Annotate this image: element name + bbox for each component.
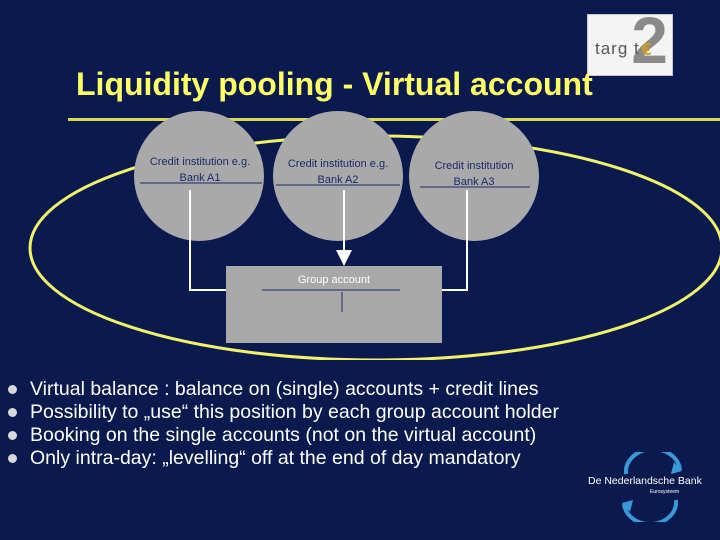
bullet-item: Possibility to „use“ this position by ea… <box>8 401 618 423</box>
bank-a1-label-line2: Bank A1 <box>179 172 221 184</box>
bank-a1-label-line1: Credit institution e.g. <box>149 156 251 168</box>
bullet-text: Booking on the single accounts (not on t… <box>30 424 537 446</box>
bullet-dot-icon <box>8 408 17 417</box>
bullet-list: Virtual balance : balance on (single) ac… <box>8 378 618 470</box>
logo-euro-icon <box>642 43 652 55</box>
title-underline <box>68 118 720 121</box>
diagram-svg <box>28 111 720 360</box>
logo-number: 2 <box>631 3 668 77</box>
bank-a3-circle <box>409 111 539 241</box>
bank-a2-label-line1: Credit institution e.g. <box>287 158 389 170</box>
dnb-name: De Nederlandsche Bank <box>588 475 702 487</box>
bank-a2-circle <box>273 111 403 241</box>
group-account-label: Group account <box>297 274 371 286</box>
slide-title: Liquidity pooling - Virtual account <box>76 66 593 102</box>
bullet-text: Possibility to „use“ this position by ea… <box>30 401 559 423</box>
dnb-logo: De Nederlandsche Bank Eurosysteem <box>588 452 718 522</box>
target2-logo: 2 targ t <box>587 7 673 76</box>
bullet-text: Virtual balance : balance on (single) ac… <box>30 378 539 400</box>
group-account-lines <box>262 289 400 312</box>
pooling-diagram: Credit institution e.g. Bank A1 Credit i… <box>28 111 720 360</box>
dnb-swirl-icon <box>622 452 682 522</box>
bullet-item: Booking on the single accounts (not on t… <box>8 424 618 446</box>
bank-a3-label: Credit institution Bank A3 <box>414 158 534 190</box>
bullet-dot-icon <box>8 454 17 463</box>
bank-a1-circle <box>134 111 264 241</box>
bank-a3-label-line2: Bank A3 <box>453 176 495 188</box>
bullet-dot-icon <box>8 431 17 440</box>
bank-a3-label-line1: Credit institution <box>434 160 514 172</box>
dnb-subtitle: Eurosysteem <box>650 489 680 495</box>
bank-a2-label-line2: Bank A2 <box>317 174 359 186</box>
bullet-item: Virtual balance : balance on (single) ac… <box>8 378 618 400</box>
bullet-dot-icon <box>8 385 17 394</box>
bullet-text: Only intra-day: „levelling“ off at the e… <box>30 447 521 469</box>
group-account-box: Group account <box>226 266 442 343</box>
bank-a1-label: Credit institution e.g. Bank A1 <box>136 154 264 186</box>
bank-a2-label: Credit institution e.g. Bank A2 <box>274 156 402 188</box>
logo-word: targ t <box>595 39 640 58</box>
bullet-item: Only intra-day: „levelling“ off at the e… <box>8 447 618 469</box>
